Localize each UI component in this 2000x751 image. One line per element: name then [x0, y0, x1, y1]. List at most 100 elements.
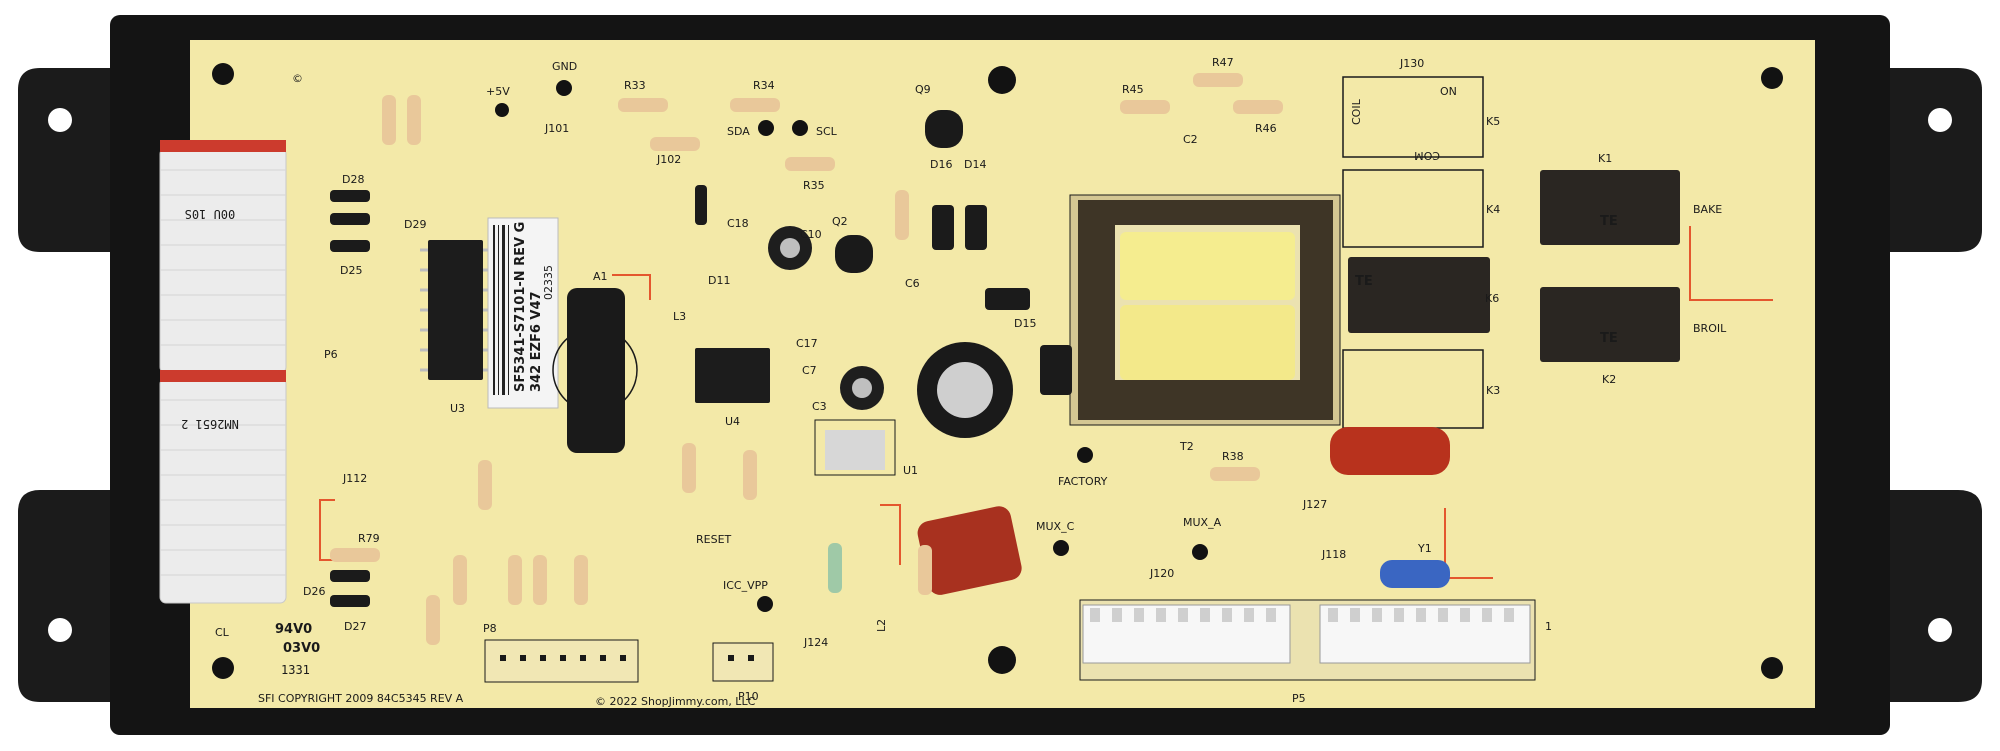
board-markings: 94V0 03V0 1331 SFI COPYRIGHT 2009 84C534…	[258, 72, 756, 708]
part-sticker: SF5341-S7101-N REV G 342 EZF6 V47 02335	[487, 217, 559, 409]
label-d26: D26	[303, 585, 325, 598]
label-l2: L2	[875, 619, 888, 632]
label-plus5v: +5V	[486, 85, 510, 98]
connector-p10	[712, 642, 774, 682]
label-c6: C6	[905, 277, 920, 290]
label-bake: BAKE	[1693, 203, 1722, 216]
label-j120: J120	[1149, 567, 1174, 580]
label-k4: K4	[1486, 203, 1500, 216]
date-code: 1331	[281, 663, 310, 677]
relay-k6: TE	[1348, 257, 1490, 333]
label-t2: T2	[1179, 440, 1194, 453]
label-d11: D11	[708, 274, 730, 287]
label-d28: D28	[342, 173, 364, 186]
label-mux-c: MUX_C	[1036, 520, 1075, 533]
relay-brand-k1: TE	[1600, 214, 1618, 229]
label-r79: R79	[358, 532, 380, 545]
label-icc-vpp: ICC_VPP	[723, 579, 768, 592]
relay-k1: TE	[1540, 170, 1680, 245]
label-k1: K1	[1598, 152, 1612, 165]
relay-brand-k6: TE	[1355, 274, 1373, 289]
connector-p5	[1079, 599, 1536, 681]
label-r35: R35	[803, 179, 825, 192]
transistors	[835, 110, 963, 273]
label-d29: D29	[404, 218, 426, 231]
label-j124: J124	[803, 636, 828, 649]
label-scl: SCL	[816, 125, 838, 138]
photo-watermark: © 2022 ShopJimmy.com, LLC	[595, 695, 756, 708]
film-capacitors	[917, 427, 1450, 595]
copyright-silk: SFI COPYRIGHT 2009 84C5345 REV A	[258, 692, 464, 705]
label-r38: R38	[1222, 450, 1244, 463]
label-d15: D15	[1014, 317, 1036, 330]
transformer-t2	[1069, 194, 1341, 426]
label-j130: J130	[1399, 57, 1424, 70]
label-k3: K3	[1486, 384, 1500, 397]
label-j118: J118	[1321, 548, 1346, 561]
sticker-line-3: 02335	[542, 265, 555, 300]
label-k6: K6	[1485, 292, 1499, 305]
relay-k2: TE	[1540, 287, 1680, 362]
crystal-y1	[1380, 560, 1450, 588]
label-k5: K5	[1486, 115, 1500, 128]
label-a1: A1	[593, 270, 608, 283]
label-broil: BROIL	[1693, 322, 1727, 335]
label-p8: P8	[483, 622, 497, 635]
label-c3: C3	[812, 400, 827, 413]
label-l3: L3	[673, 310, 686, 323]
label-relay-on: ON	[1440, 85, 1457, 98]
red-traces	[319, 226, 1773, 579]
sticker-line-1: SF5341-S7101-N REV G	[513, 222, 528, 392]
label-y1: Y1	[1417, 542, 1432, 555]
label-p6: P6	[324, 348, 338, 361]
sticker-line-2: 342 EZF6 V47	[529, 291, 544, 392]
silkscreen-labels: GND +5V SDA SCL FACTORY MUX_C MUX_A RESE…	[215, 56, 1727, 705]
ic-u4	[695, 348, 770, 403]
label-c7: C7	[802, 364, 817, 377]
label-d14: D14	[964, 158, 986, 171]
label-mux-a: MUX_A	[1183, 516, 1222, 529]
label-r47: R47	[1212, 56, 1234, 69]
label-q9: Q9	[915, 83, 931, 96]
label-r46: R46	[1255, 122, 1277, 135]
label-p5: P5	[1292, 692, 1306, 705]
voltage-regulator-u1	[814, 419, 896, 476]
label-q2: Q2	[832, 215, 848, 228]
label-factory: FACTORY	[1058, 475, 1108, 488]
label-c17: C17	[796, 337, 818, 350]
label-u3: U3	[450, 402, 465, 415]
label-relay-coil: COIL	[1350, 98, 1363, 125]
label-c18: C18	[727, 217, 749, 230]
label-p5-pin: 1	[1545, 620, 1552, 633]
rating-03v0: 03V0	[283, 641, 320, 656]
cable-print-top: 00U 10S	[185, 207, 236, 221]
label-d25: D25	[340, 264, 362, 277]
label-j102: J102	[656, 153, 681, 166]
label-sda: SDA	[727, 125, 750, 138]
rating-94v0: 94V0	[275, 622, 312, 637]
label-j112: J112	[342, 472, 367, 485]
cable-print-bottom: NM2651 2	[181, 417, 239, 431]
label-cl: CL	[215, 626, 230, 639]
label-p10: P10	[738, 690, 759, 703]
ribbon-cable: 00U 10S NM2651 2	[159, 140, 287, 604]
board-holes	[212, 63, 1783, 679]
label-c2: C2	[1183, 133, 1198, 146]
label-r33: R33	[624, 79, 646, 92]
label-gnd: GND	[552, 60, 577, 73]
choke-a1	[552, 288, 638, 453]
label-j101: J101	[544, 122, 569, 135]
silk-copyright-symbol: ©	[292, 72, 303, 85]
resistors	[330, 73, 1283, 645]
label-c10: C10	[800, 228, 822, 241]
label-u1: U1	[903, 464, 918, 477]
electrolytic-caps	[768, 226, 1013, 438]
diodes	[330, 185, 1072, 607]
label-r34: R34	[753, 79, 775, 92]
label-d27: D27	[344, 620, 366, 633]
relay-brand-k2: TE	[1600, 331, 1618, 346]
ic-u3	[420, 240, 491, 380]
label-d16: D16	[930, 158, 952, 171]
label-u4: U4	[725, 415, 740, 428]
